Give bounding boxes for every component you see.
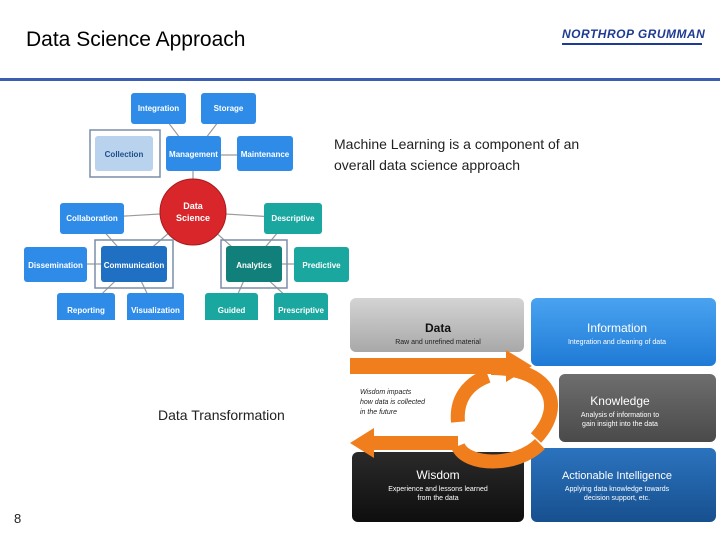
node-analytics-label: Analytics (236, 261, 272, 270)
node-reporting (57, 293, 115, 320)
knowledge-title: Knowledge (590, 394, 650, 408)
node-collection (95, 136, 153, 171)
wisdom-note-line2: how data is collected (360, 399, 426, 406)
information-title: Information (587, 321, 647, 335)
knowledge-desc-line1: Analysis of information to (581, 412, 659, 419)
data-transformation-diagram: Data Raw and unrefined material Informat… (350, 298, 716, 522)
data-box (350, 298, 524, 352)
node-visualization (127, 293, 184, 320)
node-collaboration-label: Collaboration (66, 214, 118, 223)
logo-underline (562, 43, 702, 45)
knowledge-desc-line2: gain insight into the data (582, 421, 658, 428)
node-collection-label: Collection (105, 150, 144, 159)
data-science-hub (159, 178, 227, 246)
data-transformation-label: Data Transformation (158, 407, 285, 423)
node-predictive (294, 247, 349, 282)
node-maintenance-label: Maintenance (241, 150, 290, 159)
title-divider (0, 78, 720, 81)
node-visualization-label: Visualization (131, 306, 180, 315)
actionable-intelligence-box (531, 448, 716, 522)
cycle-arc-right (490, 361, 558, 443)
actionable-title: Actionable Intelligence (562, 470, 672, 482)
data-title: Data (425, 321, 451, 335)
knowledge-box (559, 374, 716, 442)
ml-note: Machine Learning is a component of an ov… (334, 136, 580, 173)
node-guided-label: Guided (218, 306, 246, 315)
cycle-arc-left (450, 369, 491, 423)
node-prescriptive (274, 293, 328, 320)
node-prescriptive-label: Prescriptive (278, 306, 324, 315)
node-integration-label: Integration (138, 104, 179, 113)
node-collaboration (60, 203, 124, 234)
communication-frame (94, 239, 174, 289)
node-descriptive-label: Descriptive (271, 214, 315, 223)
actionable-desc-line2: decision support, etc. (584, 495, 650, 502)
node-storage-label: Storage (214, 104, 244, 113)
data-science-diagram: Integration Storage Collection Managemen… (24, 93, 349, 320)
information-box (531, 298, 716, 366)
node-management (166, 136, 221, 171)
cycle-arc-bottom (451, 438, 545, 469)
wisdom-note-bg (354, 382, 448, 422)
information-desc: Integration and cleaning of data (568, 339, 666, 346)
node-integration (131, 93, 186, 124)
node-communication (101, 246, 167, 282)
wisdom-note-line1: Wisdom impacts (360, 389, 412, 396)
node-reporting-label: Reporting (67, 306, 105, 315)
slide-title: Data Science Approach (26, 28, 246, 51)
node-storage (201, 93, 256, 124)
node-descriptive (264, 203, 322, 234)
hub-label-line2: Science (176, 213, 210, 223)
wisdom-desc-line2: from the data (417, 495, 458, 502)
collection-frame (89, 129, 161, 178)
actionable-desc-line1: Applying data knowledge towards (565, 486, 670, 493)
wisdom-note-line3: in the future (360, 409, 397, 416)
northrop-grumman-logo: NORTHROP GRUMMAN (562, 27, 706, 41)
data-desc: Raw and unrefined material (395, 339, 481, 346)
node-dissemination-label: Dissemination (28, 261, 83, 270)
node-communication-label: Communication (104, 261, 165, 270)
wisdom-desc-line1: Experience and lessons learned (388, 486, 488, 493)
node-guided (205, 293, 258, 320)
wisdom-box (352, 452, 524, 522)
page-number: 8 (14, 511, 22, 526)
node-analytics (226, 246, 282, 282)
wisdom-title: Wisdom (416, 468, 459, 482)
arrow-wisdom-feedback (350, 428, 458, 458)
hub-label-line1: Data (183, 201, 204, 211)
node-maintenance (237, 136, 293, 171)
node-management-label: Management (169, 150, 218, 159)
node-predictive-label: Predictive (302, 261, 341, 270)
node-dissemination (24, 247, 87, 282)
analytics-frame (220, 239, 288, 289)
